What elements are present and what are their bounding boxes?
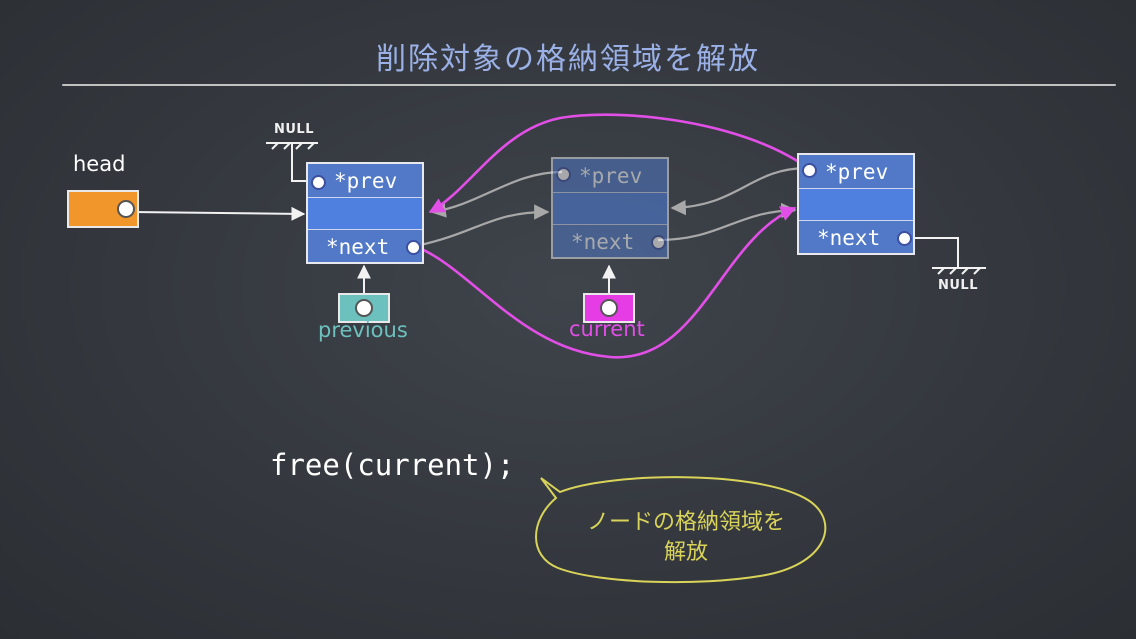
null-label-bottom: NULL <box>938 278 979 293</box>
previous-label: previous <box>318 318 408 342</box>
current-next-to-node3-link <box>657 202 797 242</box>
callout-line-1: ノードの格納領域を <box>586 510 785 535</box>
node-prev-field <box>308 164 422 198</box>
node-data-field <box>553 193 667 225</box>
node-next-field <box>553 225 667 257</box>
code-statement: free(current); <box>270 448 515 482</box>
current-label: current <box>569 317 645 341</box>
node3-prev-to-node1-link <box>428 113 809 214</box>
previous-pointer-box <box>338 293 390 323</box>
prev-label: *prev <box>579 164 643 188</box>
list-node-current: *prev *next <box>551 157 669 259</box>
list-node-next: *prev *next <box>797 153 915 255</box>
node3-next-null-link <box>904 237 959 268</box>
node1-next-to-current-link <box>415 204 550 248</box>
current-pointer-dot <box>600 299 618 317</box>
prev-label: *prev <box>334 169 398 193</box>
next-pointer-dot <box>897 231 912 246</box>
prev-pointer-dot <box>802 163 817 178</box>
head-pointer-box <box>67 190 139 228</box>
prev-label: *prev <box>825 160 889 184</box>
slide-title: 削除対象の格納領域を解放 <box>376 42 760 77</box>
list-node-previous: *prev *next <box>306 162 424 264</box>
prev-pointer-dot <box>556 167 571 182</box>
prev-pointer-dot <box>311 175 326 190</box>
next-label: *next <box>571 230 635 254</box>
null-ground-bottom <box>932 267 986 275</box>
title-divider <box>62 84 1116 86</box>
next-pointer-dot <box>651 235 666 250</box>
node1-next-to-node3-link <box>413 206 797 359</box>
null-label-top: NULL <box>274 122 315 137</box>
current-prev-to-node1-link <box>430 170 563 218</box>
head-label: head <box>73 152 126 176</box>
node-next-field <box>799 221 913 253</box>
node-data-field <box>799 189 913 221</box>
head-pointer-dot <box>117 200 135 218</box>
next-label: *next <box>817 226 881 250</box>
node-prev-field <box>553 159 667 193</box>
previous-pointer-dot <box>355 299 373 317</box>
current-pointer-box <box>583 293 635 323</box>
callout-text: ノードの格納領域を 解放 <box>546 508 826 568</box>
callout-bubble <box>535 476 827 584</box>
node-prev-field <box>799 155 913 189</box>
node-data-field <box>308 198 422 230</box>
node3-prev-to-current-link <box>670 166 809 216</box>
head-pointer-arrow <box>131 206 306 221</box>
callout-line-2: 解放 <box>663 540 708 565</box>
next-pointer-dot <box>406 240 421 255</box>
null-ground-top <box>266 142 318 150</box>
node-next-field <box>308 230 422 262</box>
next-label: *next <box>326 235 390 259</box>
